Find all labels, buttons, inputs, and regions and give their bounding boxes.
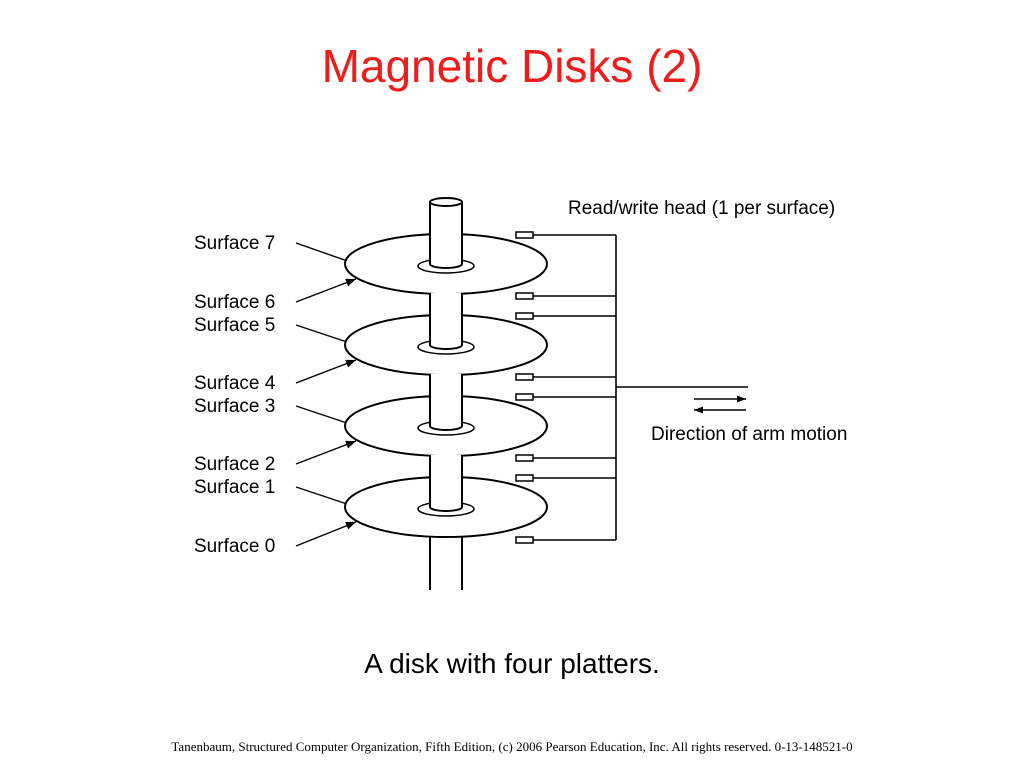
read-write-arm — [515, 231, 748, 544]
head-label: Read/write head (1 per surface) — [568, 198, 835, 219]
surface-pointer — [295, 359, 357, 384]
read-write-head — [515, 312, 534, 320]
spindle-base-arc — [429, 344, 463, 350]
arrow-right-head — [737, 395, 746, 403]
read-write-head — [515, 292, 534, 300]
surface-label: Surface 0 — [194, 536, 275, 557]
slide-caption: A disk with four platters. — [364, 648, 660, 679]
surface-label: Surface 3 — [194, 396, 275, 417]
spindle-segment — [430, 202, 462, 264]
read-write-head — [515, 474, 534, 482]
surface-pointer — [295, 440, 357, 465]
spindle-cap — [429, 197, 463, 207]
surface-label: Surface 7 — [194, 233, 275, 254]
spindle-segment — [430, 374, 462, 426]
spindle-base-arc — [429, 425, 463, 431]
spindle-segment — [430, 455, 462, 507]
surface-pointer-arrowhead — [345, 278, 356, 287]
arm-motion-arrows — [694, 395, 746, 414]
read-write-head — [515, 373, 534, 381]
surface-pointer — [295, 278, 357, 303]
read-write-head — [515, 454, 534, 462]
platters — [344, 197, 548, 590]
copyright-footer: Tanenbaum, Structured Computer Organizat… — [171, 739, 853, 754]
surface-pointer-arrowhead — [345, 440, 356, 449]
spindle-segment — [430, 293, 462, 345]
spindle-base-arc — [429, 506, 463, 512]
motion-label: Direction of arm motion — [651, 424, 847, 445]
surface-label: Surface 5 — [194, 315, 275, 336]
surface-pointer-arrowhead — [345, 359, 356, 368]
surface-pointer-arrowhead — [345, 522, 356, 530]
surface-pointer — [295, 521, 357, 547]
spindle-base-arc — [429, 263, 463, 269]
surface-label: Surface 1 — [194, 477, 275, 498]
read-write-head — [515, 231, 534, 239]
read-write-head — [515, 536, 534, 544]
surface-label: Surface 2 — [194, 454, 275, 475]
slide-title: Magnetic Disks (2) — [321, 40, 703, 92]
surface-label: Surface 6 — [194, 292, 275, 313]
read-write-head — [515, 393, 534, 401]
surface-label: Surface 4 — [194, 373, 276, 394]
arrow-left-head — [694, 406, 703, 414]
